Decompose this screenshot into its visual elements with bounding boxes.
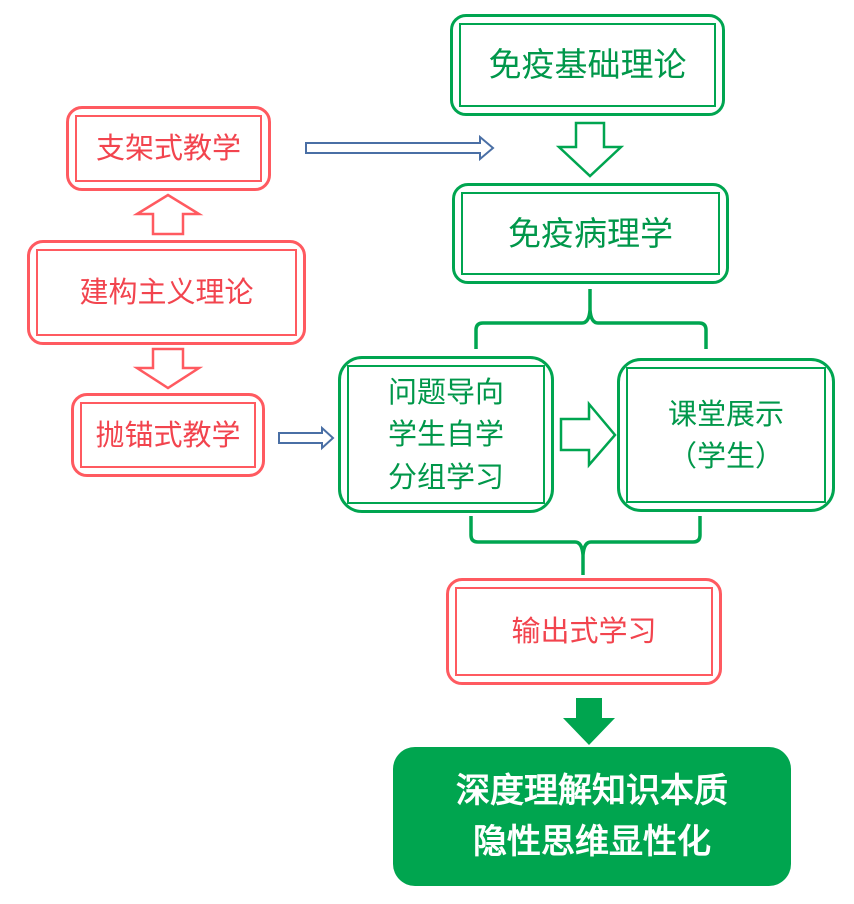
box-immune-basic-theory: 免疫基础理论 xyxy=(450,14,725,116)
method-line: 问题导向 xyxy=(387,375,504,410)
brace-top xyxy=(474,289,708,349)
arrow-down-output xyxy=(563,698,615,745)
box-label: 建构主义理论 xyxy=(36,249,297,336)
brace-bottom xyxy=(469,516,702,575)
box-final-goal: 深度理解知识本质 隐性思维显性化 xyxy=(393,747,791,886)
box-learning-methods: 问题导向 学生自学 分组学习 xyxy=(338,356,554,513)
box-constructivism: 建构主义理论 xyxy=(27,240,306,345)
method-line: 分组学习 xyxy=(387,459,504,494)
final-line: 隐性思维显性化 xyxy=(473,821,711,862)
box-label: 输出式学习 xyxy=(455,587,713,676)
arrow-right-methods xyxy=(559,400,617,469)
method-line: 学生自学 xyxy=(387,417,504,452)
box-label: 免疫病理学 xyxy=(461,192,720,275)
box-output-learning: 输出式学习 xyxy=(446,578,722,685)
arrow-up-constructivism xyxy=(132,193,204,236)
presentation-line: 课堂展示 xyxy=(667,396,784,431)
box-scaffold-teaching: 支架式教学 xyxy=(66,106,271,191)
presentation-line: （学生） xyxy=(667,439,784,473)
arrow-down-constructivism xyxy=(132,347,204,390)
box-anchored-teaching: 抛锚式教学 xyxy=(71,393,265,477)
box-label: 支架式教学 xyxy=(75,115,262,182)
box-immunopathology: 免疫病理学 xyxy=(452,183,729,284)
arrow-right-anchored xyxy=(278,425,335,451)
box-class-presentation: 课堂展示 （学生） xyxy=(617,358,835,512)
final-line: 深度理解知识本质 xyxy=(456,770,728,811)
box-label: 免疫基础理论 xyxy=(459,23,716,107)
arrow-down-immune xyxy=(555,121,625,178)
arrow-right-scaffold xyxy=(305,134,495,162)
box-label: 抛锚式教学 xyxy=(80,402,256,468)
